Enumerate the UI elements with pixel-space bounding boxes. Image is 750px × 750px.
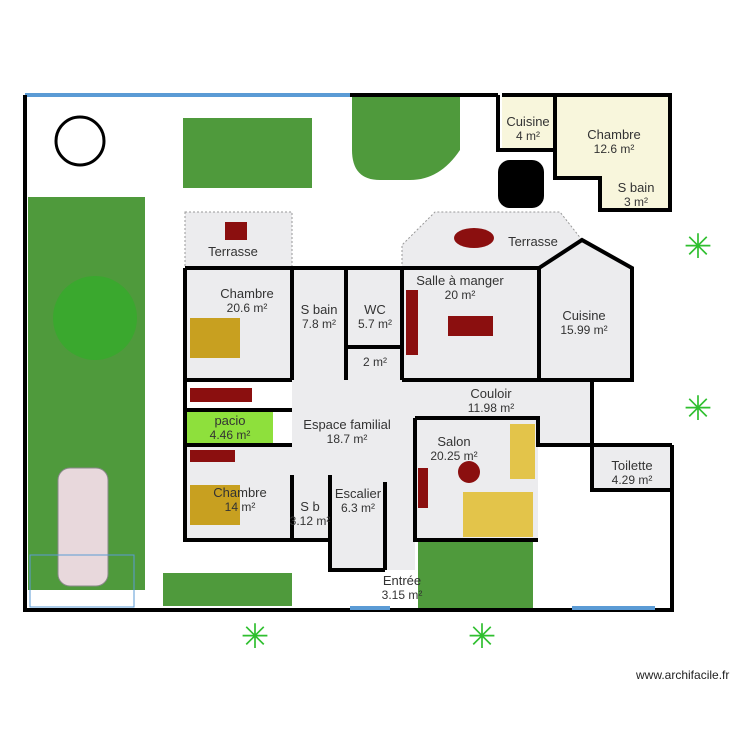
room-area: 5.7 m²: [358, 317, 392, 331]
room-pacio: [185, 410, 273, 445]
walls: [23, 93, 674, 612]
room-label: S bain: [618, 180, 655, 195]
room-label: Toilette: [611, 458, 652, 473]
room-label: Cuisine: [562, 308, 605, 323]
car-icon: [57, 467, 109, 587]
room-area: 3.15 m²: [382, 588, 423, 602]
palm-icon: ✳: [684, 390, 713, 428]
room-area: 14 m²: [225, 500, 256, 514]
room-area: 20.6 m²: [227, 301, 268, 315]
room-cuisine-annex: [502, 95, 555, 150]
room-label: Escalier: [335, 486, 382, 501]
sun-umbrella-icon: [54, 115, 106, 167]
watermark: www.archifacile.fr: [636, 668, 730, 682]
room-escalier: [330, 482, 385, 570]
room-label: Salle à manger: [416, 273, 504, 288]
bed-icon: [190, 318, 240, 358]
room-area: 11.98 m²: [468, 401, 514, 415]
round-table-icon: [454, 228, 494, 248]
room-area: 12.6 m²: [594, 142, 635, 156]
lawn: [163, 573, 292, 606]
room-sbain-annex: [600, 178, 670, 210]
room-area: 18.7 m²: [327, 432, 368, 446]
lawn: [352, 97, 460, 180]
room-label: S bain: [301, 302, 338, 317]
room-area: 6.3 m²: [341, 501, 375, 515]
palm-icon: ✳: [684, 228, 713, 266]
dining-table-icon: [448, 316, 493, 336]
room-label: Espace familial: [303, 417, 391, 432]
palm-icon: ✳: [468, 618, 497, 656]
sofa-icon: [463, 492, 533, 537]
room-area: 4.46 m²: [210, 428, 251, 442]
lawn: [183, 118, 312, 188]
room-chambre-annex: [555, 95, 670, 178]
tree-icon: [53, 276, 137, 360]
room-wc: [346, 268, 402, 380]
room-area: 7.8 m²: [302, 317, 336, 331]
table-icon: [225, 222, 247, 240]
room-area: 15.99 m²: [560, 323, 607, 337]
room-label: Terrasse: [508, 234, 558, 249]
room-label: Cuisine: [506, 114, 549, 129]
room-area: 3 m²: [624, 195, 648, 209]
room-sb: [292, 475, 330, 540]
room-entree: [385, 482, 415, 570]
room-label: Salon: [437, 434, 470, 449]
bed-icon: [190, 485, 240, 525]
room-toilette: [592, 445, 670, 490]
sofa-icon: [510, 424, 535, 479]
room-label: pacio: [214, 413, 245, 428]
room-area: 20.25 m²: [430, 449, 477, 463]
room-label: WC: [364, 302, 386, 317]
wardrobe-icon: [190, 450, 235, 462]
tank-icon: [498, 160, 544, 208]
room-area: 20 m²: [445, 288, 476, 302]
wardrobe-icon: [190, 388, 252, 402]
tv-icon: [418, 468, 428, 508]
room-label: Chambre: [220, 286, 273, 301]
room-area: 2 m²: [363, 355, 387, 369]
room-label: S b: [300, 499, 320, 514]
parking: [29, 554, 135, 608]
coffee-table-icon: [458, 461, 480, 483]
palm-icon: ✳: [241, 618, 270, 656]
room-label: Terrasse: [208, 244, 258, 259]
room-area: 4 m²: [516, 129, 540, 143]
room-label: Entrée: [383, 573, 421, 588]
room-sbain-1: [292, 268, 346, 380]
room-label: Chambre: [213, 485, 266, 500]
room-label: Chambre: [587, 127, 640, 142]
room-label: Couloir: [470, 386, 512, 401]
sideboard-icon: [406, 290, 418, 355]
room-cuisine: [539, 240, 632, 380]
lawn: [418, 542, 533, 608]
room-area: 3.12 m²: [290, 514, 331, 528]
room-area: 4.29 m²: [612, 473, 653, 487]
